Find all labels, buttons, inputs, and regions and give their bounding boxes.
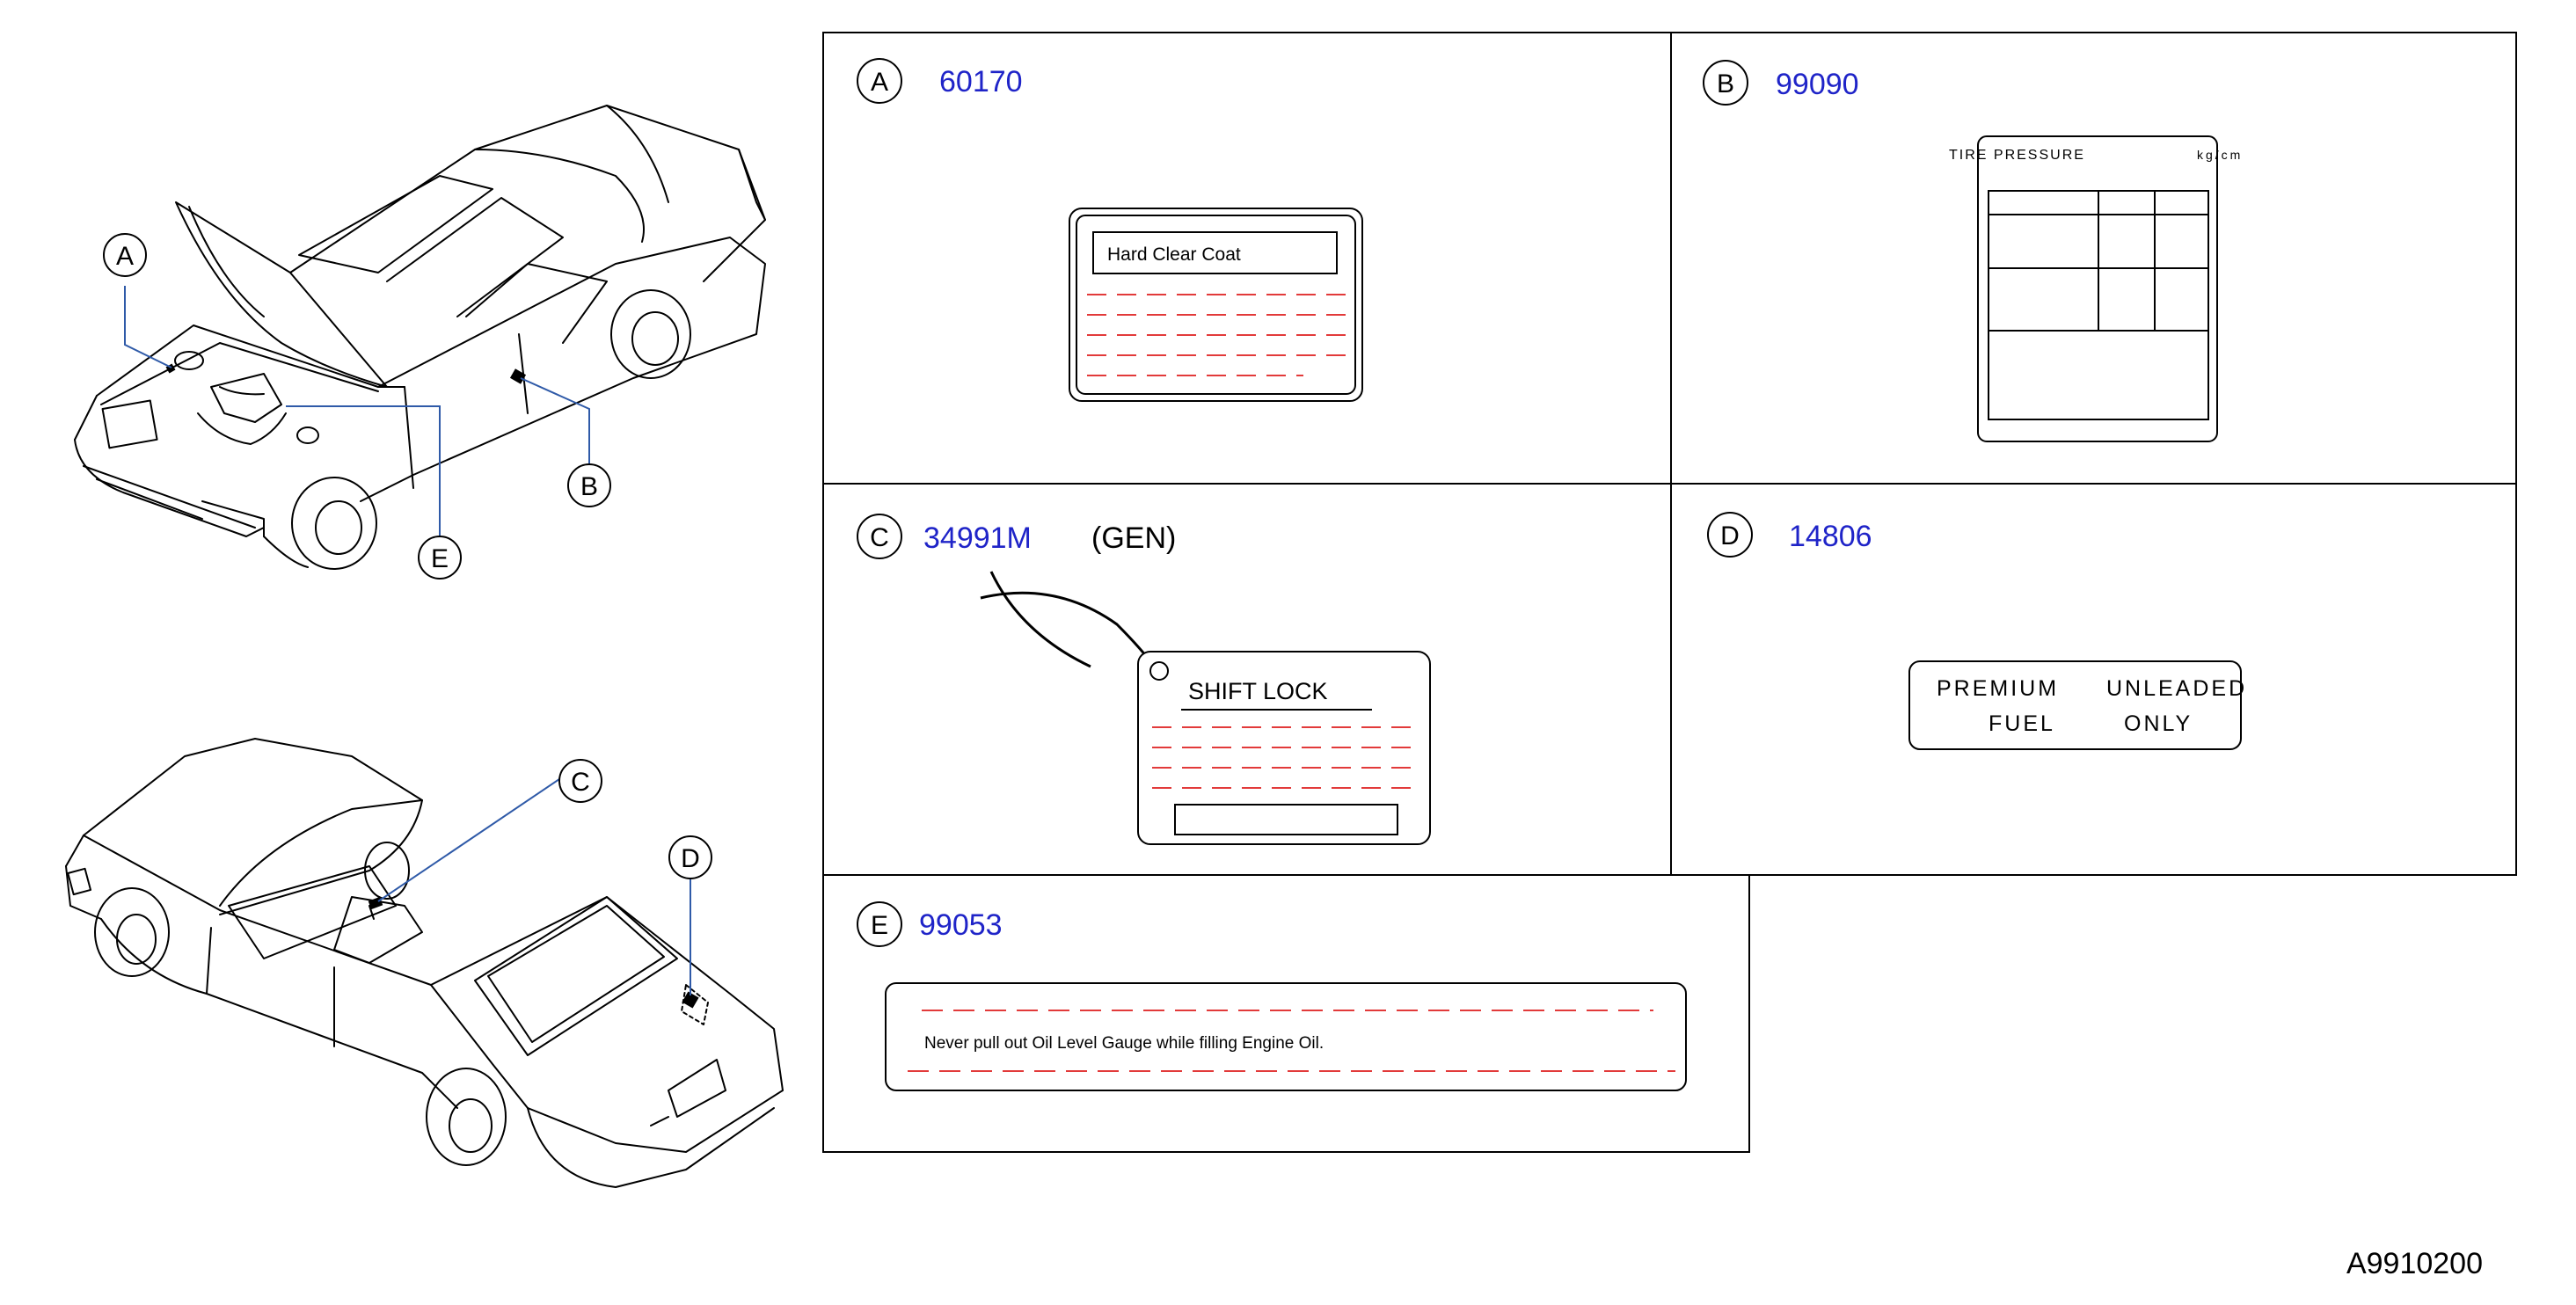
panel-a: A 60170 Hard Clear Coat xyxy=(857,58,1363,402)
label-b-location-marker xyxy=(509,368,527,384)
callout-e: E xyxy=(418,536,462,580)
svg-text:Hard Clear Coat: Hard Clear Coat xyxy=(1107,244,1241,265)
part-number-a: 60170 xyxy=(939,65,1023,98)
callout-d: D xyxy=(668,835,712,879)
svg-text:kg/cm: kg/cm xyxy=(2197,148,2243,162)
panel-b: B 99090 TIRE PRESSURE kg/cm xyxy=(1703,60,2243,442)
svg-text:B: B xyxy=(580,472,598,501)
svg-text:A: A xyxy=(871,68,888,97)
svg-text:TIRE PRESSURE: TIRE PRESSURE xyxy=(1949,148,2085,163)
label-d-location-marker xyxy=(682,991,699,1009)
panel-d: D 14806 PREMIUM UNLEADED FUEL ONLY xyxy=(1707,512,2247,750)
label-a-hard-clear-coat: Hard Clear Coat xyxy=(1069,208,1363,402)
part-number-b: 99090 xyxy=(1776,68,1859,101)
panel-e: E 99053 Never pull out Oil Level Gauge w… xyxy=(857,901,1687,1091)
panel-grid xyxy=(822,32,2517,1153)
callout-leaders-car-front xyxy=(124,286,590,538)
svg-text:B: B xyxy=(1717,69,1734,98)
part-number-e: 99053 xyxy=(919,908,1003,942)
svg-text:E: E xyxy=(871,911,888,940)
label-e-oil-gauge-warning: Never pull out Oil Level Gauge while fil… xyxy=(885,982,1687,1091)
label-d-premium-fuel: PREMIUM UNLEADED FUEL ONLY xyxy=(1908,660,2247,750)
callout-leaders-car-rear xyxy=(377,778,691,995)
car-rear-illustration xyxy=(65,738,784,1188)
svg-text:C: C xyxy=(571,768,590,797)
part-number-c: 34991M xyxy=(923,521,1032,555)
svg-text:E: E xyxy=(431,544,449,573)
callout-c: C xyxy=(558,759,602,803)
svg-text:D: D xyxy=(681,844,700,873)
callout-a: A xyxy=(103,233,147,277)
svg-text:PREMIUM: PREMIUM xyxy=(1937,676,2059,701)
part-number-c-suffix: (GEN) xyxy=(1091,521,1176,555)
svg-text:UNLEADED: UNLEADED xyxy=(2106,676,2247,701)
car-front-illustration xyxy=(74,105,766,570)
svg-text:D: D xyxy=(1720,521,1740,550)
svg-text:FUEL: FUEL xyxy=(1989,711,2055,736)
svg-text:C: C xyxy=(870,523,889,552)
part-number-d: 14806 xyxy=(1789,520,1872,553)
svg-text:ONLY: ONLY xyxy=(2124,711,2193,736)
label-b-tire-pressure: TIRE PRESSURE kg/cm xyxy=(1949,135,2243,442)
document-id: A9910200 xyxy=(2346,1247,2483,1280)
svg-text:Never pull out Oil Lev: Never pull out Oil Level Gauge while fil… xyxy=(924,1034,1324,1053)
callout-b: B xyxy=(567,463,611,507)
panel-c: C 34991M (GEN) SHIFT LOCK xyxy=(857,514,1431,845)
svg-text:A: A xyxy=(116,242,134,271)
label-c-shift-lock-tag: SHIFT LOCK xyxy=(980,571,1431,845)
svg-text:SHIFT LOCK: SHIFT LOCK xyxy=(1188,678,1328,704)
